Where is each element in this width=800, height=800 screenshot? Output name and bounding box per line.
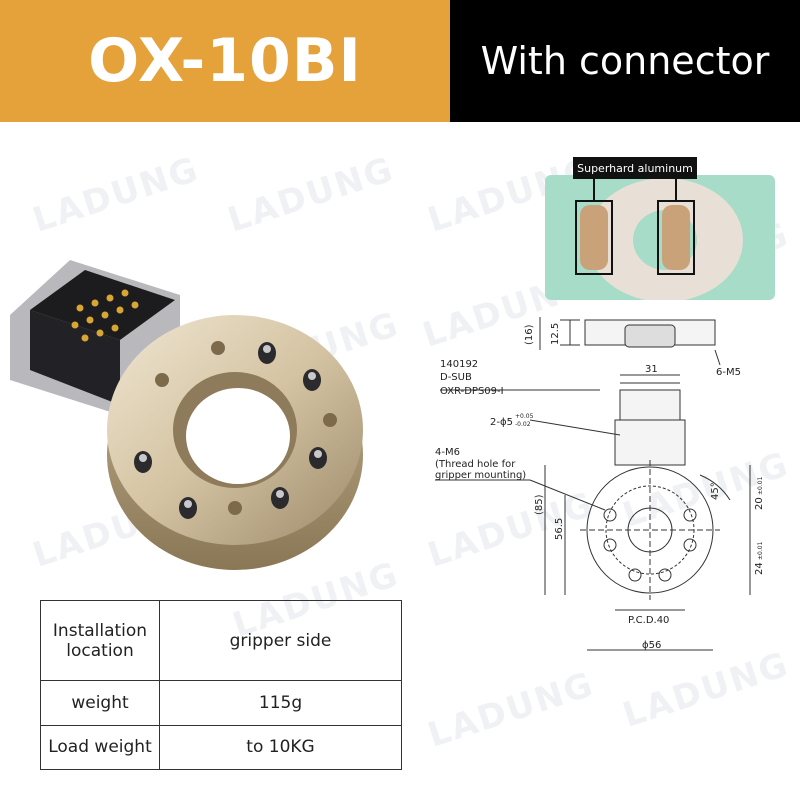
dim-24-tol: ±0.01 bbox=[757, 541, 764, 560]
watermark: LADUNG bbox=[223, 149, 400, 241]
diameter-label: ϕ56 bbox=[642, 640, 661, 651]
spec-table: Installation location gripper side weigh… bbox=[40, 599, 402, 771]
connector-type: D-SUB bbox=[440, 372, 472, 383]
dim-45: 45° bbox=[710, 482, 721, 500]
dim-24: 24 bbox=[754, 562, 765, 575]
thread-note-1: (Thread hole for bbox=[435, 459, 516, 470]
spec-value: 115g bbox=[159, 680, 402, 726]
watermark: LADUNG bbox=[423, 664, 600, 756]
table-row: Installation location gripper side bbox=[40, 599, 402, 682]
product-photo bbox=[10, 260, 363, 570]
watermark: LADUNG bbox=[28, 149, 205, 241]
technical-drawing: (16) 12.5 6-M5 140192 D-SUB OXR-DPS09-I … bbox=[435, 317, 765, 651]
adapter-ring bbox=[107, 315, 363, 570]
material-inset: Superhard aluminum bbox=[545, 157, 775, 300]
dsub-connector bbox=[10, 260, 180, 415]
pin-tol-upper: +0.05 bbox=[515, 413, 534, 420]
thread-callout: 4-M6 bbox=[435, 447, 460, 458]
part-number: 140192 bbox=[440, 359, 478, 370]
variant-label: With connector bbox=[480, 39, 770, 83]
spec-label: weight bbox=[40, 680, 160, 726]
dim-20-tol: ±0.01 bbox=[757, 476, 764, 495]
spec-label: Installation location bbox=[40, 599, 160, 682]
pin-tol-lower: -0.02 bbox=[515, 421, 531, 428]
table-row: weight 115g bbox=[40, 680, 402, 726]
inset-label: Superhard aluminum bbox=[577, 162, 693, 175]
thread-note-2: gripper mounting) bbox=[435, 470, 526, 481]
variant-banner: With connector bbox=[450, 0, 800, 122]
dim-31: 31 bbox=[645, 364, 658, 375]
pcd-label: P.C.D.40 bbox=[628, 615, 669, 626]
spec-label: Load weight bbox=[40, 724, 160, 771]
dim-16: (16) bbox=[524, 324, 535, 345]
dim-20: 20 bbox=[754, 497, 765, 510]
dim-56-5: 56.5 bbox=[554, 518, 565, 540]
connector-model: OXR-DPS09-I bbox=[440, 386, 504, 397]
pin-callout: 2-ϕ5 bbox=[490, 417, 513, 428]
model-title: OX-10BI bbox=[88, 26, 362, 96]
side-callout: 6-M5 bbox=[716, 367, 741, 378]
model-title-banner: OX-10BI bbox=[0, 0, 450, 122]
dim-12-5: 12.5 bbox=[550, 323, 561, 345]
table-row: Load weight to 10KG bbox=[40, 724, 402, 771]
dim-85: (85) bbox=[534, 494, 545, 515]
spec-value: to 10KG bbox=[159, 724, 402, 771]
spec-value: gripper side bbox=[159, 599, 402, 682]
